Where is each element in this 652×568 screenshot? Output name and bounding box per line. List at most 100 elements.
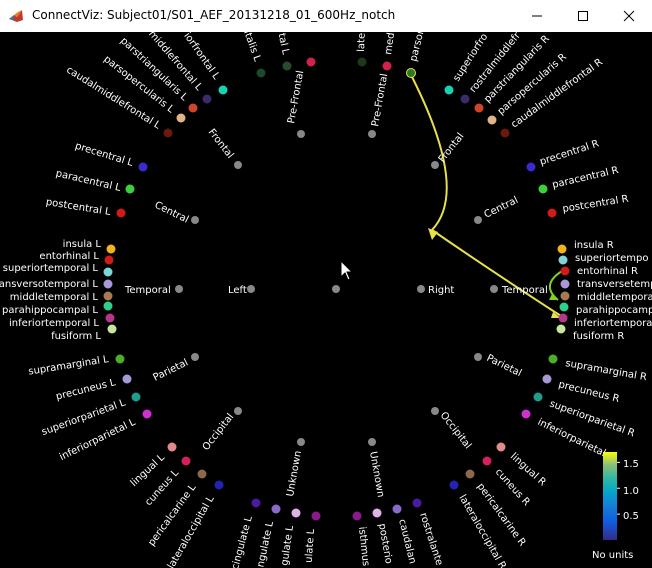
group-label: Occipital — [438, 410, 474, 451]
region-node[interactable] — [115, 354, 125, 364]
region-node[interactable] — [560, 266, 570, 276]
region-node[interactable] — [125, 184, 135, 194]
region-node[interactable] — [256, 68, 266, 78]
colorbar-tick-label: 1.5 — [623, 459, 639, 470]
left-hemisphere-node[interactable] — [247, 285, 255, 293]
region-node[interactable] — [559, 302, 569, 312]
region-node[interactable] — [202, 94, 212, 104]
region-node[interactable] — [104, 255, 114, 265]
region-node[interactable] — [251, 498, 261, 508]
region-node[interactable] — [357, 57, 367, 67]
close-icon — [623, 10, 635, 22]
region-node[interactable] — [218, 85, 228, 95]
region-node[interactable] — [106, 244, 116, 254]
region-node[interactable] — [282, 61, 292, 71]
region-node[interactable] — [558, 255, 568, 265]
region-node[interactable] — [131, 392, 141, 402]
matlab-app-icon — [9, 10, 23, 22]
region-node[interactable] — [465, 469, 475, 479]
group-node[interactable] — [234, 161, 242, 169]
group-node[interactable] — [474, 216, 482, 224]
region-label: entorhinal L — [39, 251, 99, 262]
region-node[interactable] — [116, 208, 126, 218]
region-node[interactable] — [167, 442, 177, 452]
right-hemisphere-node[interactable] — [417, 285, 425, 293]
center-node[interactable] — [332, 285, 340, 293]
region-node[interactable] — [271, 504, 281, 514]
region-node[interactable] — [176, 113, 186, 123]
region-node[interactable] — [352, 511, 362, 521]
group-node[interactable] — [474, 353, 482, 361]
group-node[interactable] — [175, 285, 183, 293]
group-label: Parietal — [485, 353, 524, 379]
maximize-button[interactable] — [560, 0, 606, 32]
region-node[interactable] — [496, 442, 506, 452]
region-node[interactable] — [122, 374, 132, 384]
connectivity-graph[interactable]: Left Right Temporal Central Frontal Pre-… — [0, 32, 652, 568]
minimize-button[interactable] — [514, 0, 560, 32]
close-button[interactable] — [606, 0, 652, 32]
group-node[interactable] — [297, 438, 305, 446]
region-node[interactable] — [521, 409, 531, 419]
region-node[interactable] — [558, 313, 568, 323]
region-node[interactable] — [542, 374, 552, 384]
region-label: precentral L — [74, 141, 135, 169]
region-node[interactable] — [538, 184, 548, 194]
group-node[interactable] — [368, 438, 376, 446]
connection-link[interactable] — [409, 72, 448, 231]
region-node[interactable] — [181, 456, 191, 466]
region-node[interactable] — [460, 94, 470, 104]
region-node[interactable] — [412, 498, 422, 508]
region-node[interactable] — [500, 128, 510, 138]
group-label: Frontal — [206, 127, 236, 161]
region-node[interactable] — [560, 279, 570, 289]
region-node[interactable] — [487, 115, 497, 125]
region-node[interactable] — [474, 103, 484, 113]
region-label: fusiform R — [573, 331, 624, 342]
region-node[interactable] — [392, 504, 402, 514]
connection-link[interactable] — [431, 229, 562, 317]
region-node[interactable] — [382, 61, 392, 71]
group-node[interactable] — [490, 285, 498, 293]
region-node[interactable] — [103, 291, 113, 301]
group-node[interactable] — [191, 216, 199, 224]
region-node[interactable] — [560, 291, 570, 301]
region-node[interactable] — [406, 68, 416, 78]
group-node[interactable] — [191, 353, 199, 361]
region-node[interactable] — [197, 469, 207, 479]
group-node[interactable] — [431, 161, 439, 169]
region-node[interactable] — [103, 267, 113, 277]
region-node[interactable] — [557, 244, 567, 254]
window-title: ConnectViz: Subject01/S01_AEF_20131218_0… — [32, 8, 396, 22]
region-node[interactable] — [214, 480, 224, 490]
group-node[interactable] — [368, 130, 376, 138]
region-node[interactable] — [444, 85, 454, 95]
region-label: transversetemp — [577, 279, 652, 290]
group-node[interactable] — [234, 407, 242, 415]
region-node[interactable] — [449, 480, 459, 490]
region-node[interactable] — [526, 162, 536, 172]
region-node[interactable] — [306, 57, 316, 67]
colorbar-tick-label: 0.5 — [623, 511, 639, 522]
region-node[interactable] — [556, 324, 566, 334]
region-node[interactable] — [482, 456, 492, 466]
group-node[interactable] — [431, 407, 439, 415]
region-node[interactable] — [311, 511, 321, 521]
region-label: precentral R — [539, 138, 601, 167]
region-node[interactable] — [372, 508, 382, 518]
region-node[interactable] — [105, 313, 115, 323]
region-node[interactable] — [103, 279, 113, 289]
region-node[interactable] — [103, 301, 113, 311]
region-node[interactable] — [107, 324, 117, 334]
region-node[interactable] — [188, 103, 198, 113]
region-node[interactable] — [548, 354, 558, 364]
region-label: paracentral L — [55, 168, 123, 194]
region-node[interactable] — [291, 508, 301, 518]
region-node[interactable] — [533, 392, 543, 402]
region-node[interactable] — [142, 409, 152, 419]
region-node[interactable] — [163, 128, 173, 138]
region-node[interactable] — [547, 208, 557, 218]
region-node[interactable] — [138, 162, 148, 172]
title-bar[interactable]: ConnectViz: Subject01/S01_AEF_20131218_0… — [0, 0, 652, 32]
group-node[interactable] — [297, 130, 305, 138]
